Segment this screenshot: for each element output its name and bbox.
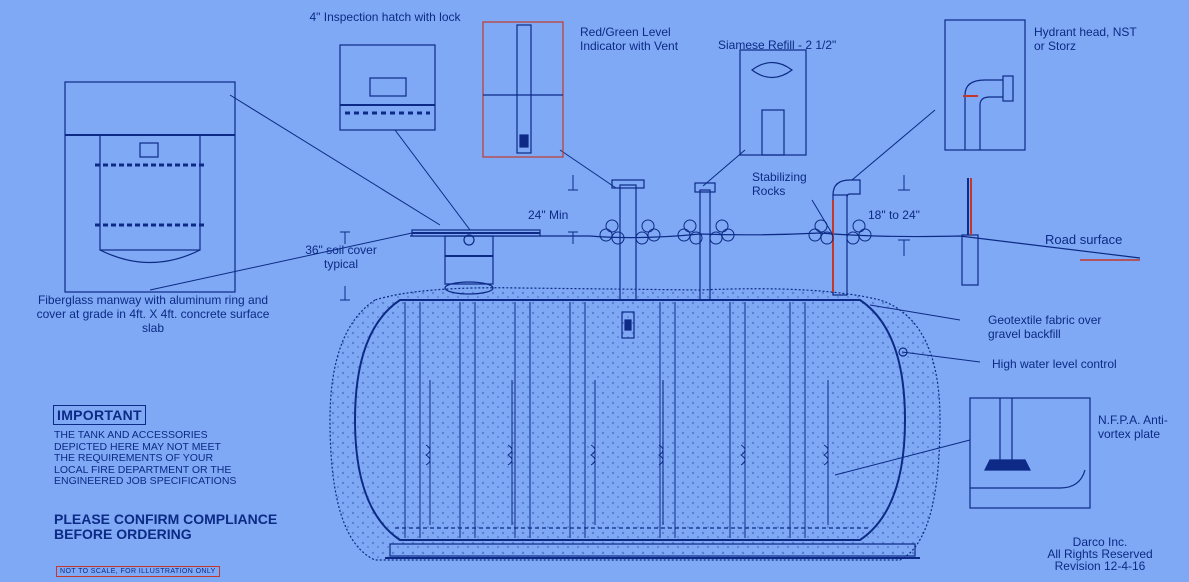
road-post [961,178,1140,286]
detail-indicator-box [482,21,564,158]
rock-piles [599,219,872,245]
important-line: ENGINEERED JOB SPECIFICATIONS [54,475,237,488]
important-title: IMPORTANT [53,405,146,425]
leader-lines [149,94,981,476]
manway-assembly [411,229,541,295]
important-line: THE REQUIREMENTS OF YOUR [54,452,214,465]
confirm-notice: PLEASE CONFIRM COMPLIANCE BEFORE ORDERIN… [54,512,277,542]
label-road-surface: Road surface [1045,232,1123,247]
gravel-pad [389,543,916,557]
high-water-float [898,347,908,357]
confirm-line: PLEASE CONFIRM COMPLIANCE [54,511,278,527]
important-line: THE TANK AND ACCESSORIES [54,429,208,441]
label-24-min: 24" Min [528,208,569,222]
label-hydrant-head: Hydrant head, NST or Storz [1034,25,1137,53]
label-18-to-24: 18" to 24" [868,208,920,222]
ground-line [410,232,1141,259]
siamese-pipe [694,182,716,301]
dimension-marks [340,175,910,301]
backfill-envelope [329,287,941,561]
label-inspection-hatch: 4" Inspection hatch with lock [309,10,461,24]
label-manway: Fiberglass manway with aluminum ring and… [36,293,270,335]
label-siamese-refill: Siamese Refill - 2 1/2" [718,38,837,52]
credit-block: Darco Inc. All Rights Reserved Revision … [1040,536,1160,572]
label-soil-cover: 36" soil cover typical [305,243,377,271]
label-high-water: High water level control [992,357,1117,371]
float-chains [425,380,829,525]
level-indicator-pipe [611,179,645,339]
tank-shell [353,299,907,541]
detail-manway-box [64,81,236,293]
important-body: THE TANK AND ACCESSORIES DEPICTED HERE M… [54,429,237,488]
scale-note: NOT TO SCALE, FOR ILLUSTRATION ONLY [56,566,220,577]
credit-rights: All Rights Reserved [1047,547,1153,561]
detail-vortex-box [969,397,1091,509]
detail-siamese-box [739,49,807,156]
label-level-indicator: Red/Green Level Indicator with Vent [580,25,679,53]
label-stabilizing-rocks: Stabilizing Rocks [752,170,807,198]
label-geotextile: Geotextile fabric over gravel backfill [988,313,1102,341]
credit-company: Darco Inc. [1072,535,1128,549]
confirm-line: BEFORE ORDERING [54,526,192,542]
credit-revision: Revision 12-4-16 [1054,559,1146,573]
important-line: DEPICTED HERE MAY NOT MEET [54,440,221,453]
hydrant-pipe [832,179,861,296]
detail-hydrant-box [944,19,1026,151]
detail-hatch-box [339,44,436,131]
important-line: LOCAL FIRE DEPARTMENT OR THE [54,463,232,476]
label-nfpa: N.F.P.A. Anti-vortex plate [1098,413,1168,441]
